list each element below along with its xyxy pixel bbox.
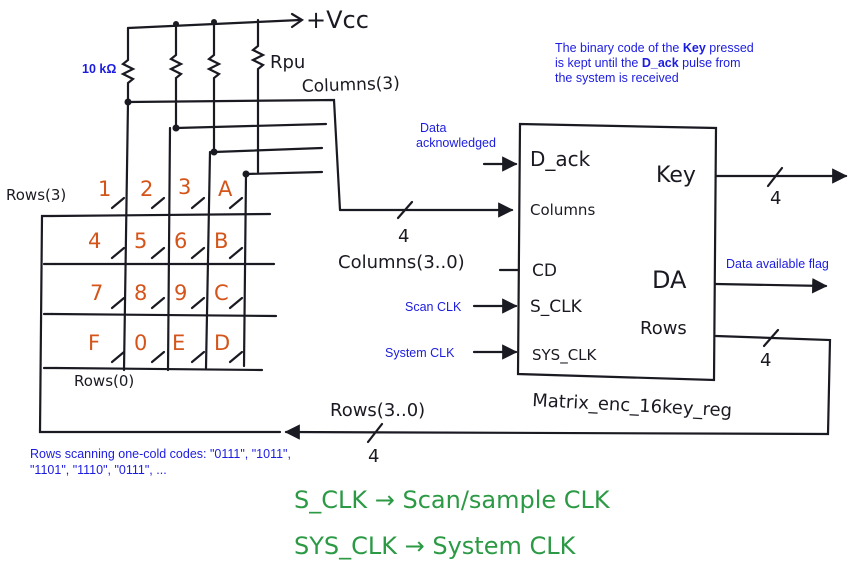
rows-note-line1: Rows scanning one-cold codes: "0111", "1… xyxy=(30,447,291,461)
key-f: F xyxy=(88,331,100,355)
rows-bus-slash xyxy=(366,422,384,444)
port-sclk: S_CLK xyxy=(530,297,583,317)
col-wire-4 xyxy=(242,172,248,368)
col-bus-2 xyxy=(174,122,328,130)
key-0: 0 xyxy=(134,331,147,355)
col-bus-3 xyxy=(212,146,324,154)
port-sysclk: SYS_CLK xyxy=(532,346,598,365)
col-bus-4 xyxy=(244,170,324,176)
key-a: A xyxy=(218,177,233,201)
key-c: C xyxy=(214,281,229,305)
key-6: 6 xyxy=(174,229,187,253)
key-1: 1 xyxy=(98,177,111,201)
col-wire-3 xyxy=(204,150,212,370)
key-2: 2 xyxy=(140,177,153,201)
row-wire-3 xyxy=(50,212,272,218)
rows-out-wire xyxy=(284,334,832,440)
key-out-slash xyxy=(766,166,784,188)
key-8: 8 xyxy=(134,281,147,305)
key-bus-width: 4 xyxy=(770,188,781,209)
resistor-value: 10 kΩ xyxy=(82,62,116,76)
rpu-label: Rpu xyxy=(270,52,305,73)
port-columns: Columns xyxy=(530,201,595,219)
system-clk-label: System CLK xyxy=(385,346,455,360)
rows-note-line2: "1101", "1110", "0111", ... xyxy=(30,463,167,477)
row-wire-0 xyxy=(54,366,264,372)
rows-out-bus-width: 4 xyxy=(760,350,771,371)
block-name: Matrix_enc_16key_reg xyxy=(532,390,733,421)
rows-left-bus xyxy=(38,214,282,434)
junctions xyxy=(124,19,250,178)
columns30-label: Columns(3..0) xyxy=(338,252,465,273)
keypad: 1 2 3 A 4 5 6 B 7 8 9 C F 0 E D xyxy=(88,175,233,355)
key-7: 7 xyxy=(90,281,103,305)
resistor-col-3 xyxy=(206,20,222,154)
port-dack: D_ack xyxy=(530,147,591,171)
col-wire-1 xyxy=(122,100,130,372)
key-e: E xyxy=(172,331,185,355)
columns-bus-width: 4 xyxy=(398,226,409,247)
key-3: 3 xyxy=(178,175,191,199)
legend-sclk: S_CLK → Scan/sample CLK xyxy=(294,486,611,514)
resistor-col-4 xyxy=(250,18,266,174)
rows3-label: Rows(3) xyxy=(6,186,66,204)
note-key-line1: The binary code of the Key pressed xyxy=(555,41,754,55)
encoder-block xyxy=(516,122,718,382)
note-key-line3: the system is received xyxy=(555,71,679,85)
col-wire-2 xyxy=(166,126,172,372)
rows0-label: Rows(0) xyxy=(74,372,134,390)
note-key-line2: is kept until the D_ack pulse from xyxy=(555,56,741,70)
key-4: 4 xyxy=(88,229,101,253)
da-out-wire xyxy=(714,278,828,294)
key-9: 9 xyxy=(174,281,187,305)
row-wire-1 xyxy=(50,312,278,318)
key-b: B xyxy=(214,229,228,253)
scan-clk-label: Scan CLK xyxy=(405,300,462,314)
columns3-label: Columns(3) xyxy=(301,74,400,97)
resistor-col-1 xyxy=(120,26,136,104)
key-d: D xyxy=(214,331,230,355)
port-cd: CD xyxy=(532,261,557,281)
legend-sysclk: SYS_CLK → System CLK xyxy=(294,532,577,560)
port-da: DA xyxy=(652,266,687,294)
da-flag-label: Data available flag xyxy=(726,257,829,271)
rows-bus-width: 4 xyxy=(368,446,379,467)
port-rows: Rows xyxy=(640,318,687,339)
key-switches xyxy=(110,196,244,364)
data-ack-label-1: Data xyxy=(420,121,446,135)
key-5: 5 xyxy=(134,229,147,253)
col-bus-1 xyxy=(126,98,342,212)
resistor-col-2 xyxy=(168,22,184,130)
data-ack-label-2: acknowledged xyxy=(416,136,496,150)
vcc-arrow xyxy=(290,12,305,29)
rows30-label: Rows(3..0) xyxy=(330,400,425,421)
columns-bus-slash xyxy=(396,200,414,220)
rows-out-slash xyxy=(762,328,780,348)
vcc-label: +Vcc xyxy=(306,6,369,34)
port-key: Key xyxy=(656,163,696,188)
